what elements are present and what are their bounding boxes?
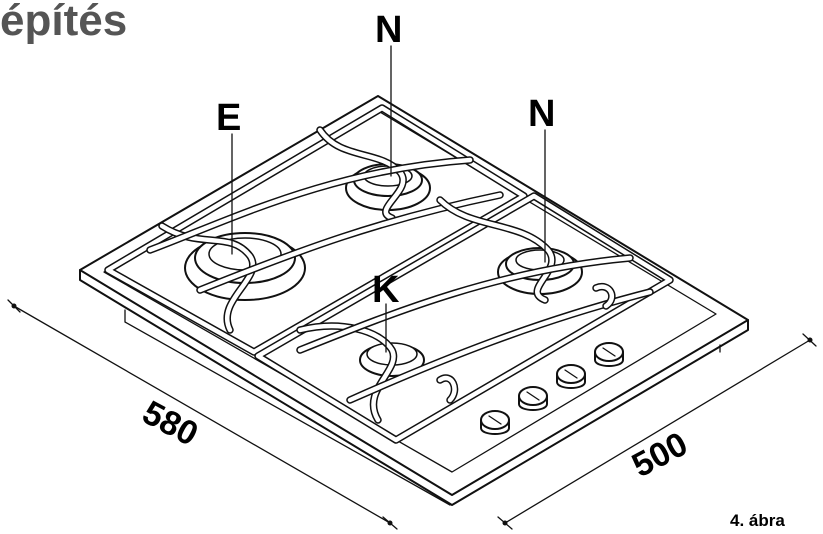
dimension-label-500: 500 [626, 425, 694, 485]
figure-caption: 4. ábra [730, 511, 785, 530]
label-n-right: N [528, 93, 555, 135]
pan-support-right [254, 192, 674, 444]
control-knobs [480, 342, 624, 435]
label-k: K [372, 269, 400, 311]
control-knob[interactable] [594, 342, 624, 367]
dimension-line-500 [497, 333, 817, 530]
control-knob[interactable] [518, 386, 548, 411]
control-knob[interactable] [556, 364, 586, 389]
label-n-top: N [375, 9, 402, 51]
page-title: építés [0, 0, 128, 45]
dimension-label-580: 580 [136, 394, 204, 454]
dimension-line-580 [7, 299, 398, 530]
pan-support-left [104, 104, 528, 356]
control-knob[interactable] [480, 410, 510, 435]
label-e: E [216, 97, 241, 139]
